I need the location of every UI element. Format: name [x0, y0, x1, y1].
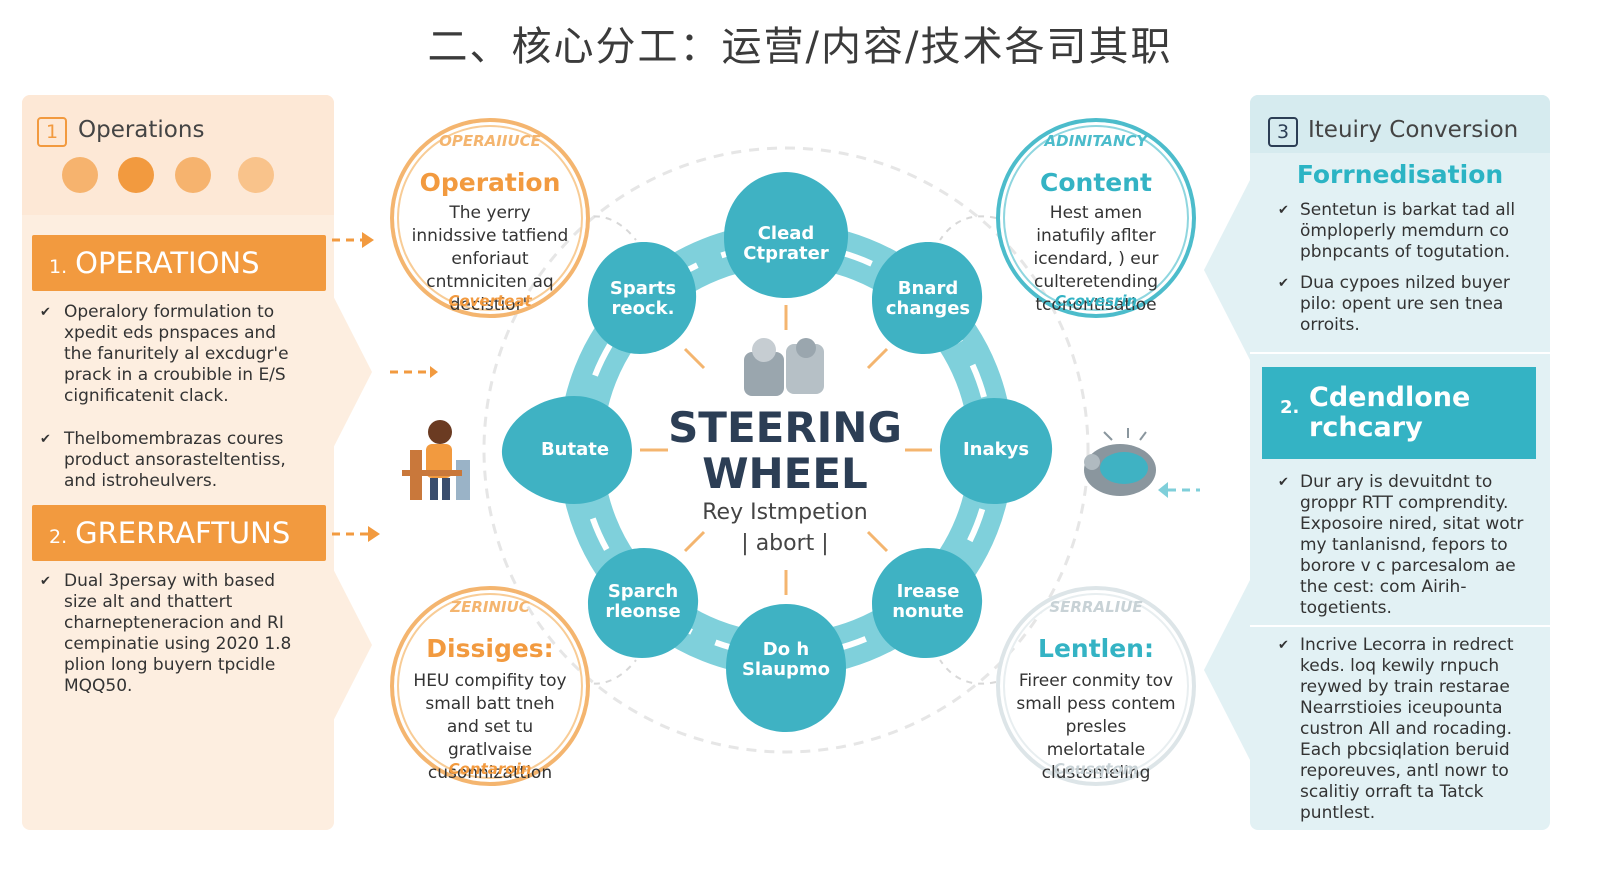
- divider: [1250, 625, 1550, 627]
- lentlen-stamp: SERRALIUE Lentlen: Fireer conmity tov sm…: [996, 586, 1196, 786]
- dissiges-stamp: ZERINIUC Dissiges: HEU compifity toy sma…: [390, 586, 590, 786]
- band-label-line-1: Cdendlone: [1309, 382, 1471, 413]
- cdendlone-band: 2. Cdendlone rchcary: [1262, 367, 1536, 459]
- band-number: 2.: [49, 526, 68, 548]
- node-blob-right: [940, 398, 1053, 504]
- orange-connectors: [332, 238, 430, 536]
- panel-header-label: Iteuiry Conversion: [1308, 117, 1519, 143]
- stamp-arc-top: SERRALIUE: [1049, 598, 1143, 616]
- grerraftuns-band: 2. GRERRAFTUNS: [32, 505, 326, 561]
- node-blob-left: [501, 396, 632, 504]
- panel-chevron: [1204, 180, 1250, 360]
- node-blob-top: [724, 172, 849, 298]
- conversion-panel-header: [1250, 95, 1550, 153]
- dot-3: [175, 157, 211, 193]
- operations-band: 1. OPERATIONS: [32, 235, 326, 291]
- person-at-desk-icon: [402, 420, 470, 500]
- stamp-arc-top: ZERINIUC: [450, 598, 530, 616]
- list-item: Thelbomembrazas coures product ansoraste…: [40, 429, 302, 492]
- formalisation-heading: Forrnedisation: [1296, 160, 1504, 189]
- node-butate: Butate: [540, 439, 610, 460]
- stamp-body: The yerry innidssive tatfiend enforiaut …: [411, 203, 569, 315]
- node-blob-top-right: [872, 242, 983, 354]
- panel-chevron: [326, 555, 372, 735]
- panel-header-label: Operations: [78, 117, 205, 143]
- dot-4: [238, 157, 274, 193]
- band-label: GRERRAFTUNS: [75, 516, 291, 550]
- cdendlone-list: Dur ary is devuitdnt to groppr RTT compr…: [1278, 472, 1530, 834]
- list-item: Sentetun is barkat tad all ömploperly me…: [1278, 200, 1530, 263]
- node-blob-bottom: [726, 604, 846, 732]
- wheel-subtitle: Rey Istmpetion| abort |: [702, 500, 868, 556]
- panel-chevron: [1204, 580, 1250, 760]
- node-inakys: Inakys: [962, 439, 1030, 460]
- stamp-arc-top: ADINITANCY: [1044, 132, 1148, 150]
- mouse-device-icon: [1084, 428, 1156, 496]
- stamp-arc-top: OPERAIIUCE: [439, 132, 541, 150]
- operations-panel-header: [22, 95, 334, 215]
- node-blob-top-left: [587, 242, 697, 354]
- formalisation-list: Sentetun is barkat tad all ömploperly me…: [1278, 200, 1530, 346]
- teal-arrowhead: [1158, 482, 1168, 498]
- stamp-arc-bottom: Cousqtom: [1053, 760, 1139, 778]
- divider: [1250, 352, 1550, 354]
- list-item: Operalory formulation to xpedit eds pnsp…: [40, 302, 302, 407]
- stamp-arc-bottom: Coverteat: [448, 292, 532, 310]
- band-label: OPERATIONS: [75, 246, 260, 280]
- band-label-line-2: rchcary: [1309, 412, 1423, 443]
- stamp-title: Operation: [419, 168, 561, 197]
- page-title: 二、核心分工：运营/内容/技术各司其职: [427, 24, 1173, 70]
- band-number: 1.: [49, 256, 68, 278]
- outer-dashed-ring: [482, 146, 1090, 754]
- content-stamp: ADINITANCY Content Hest amen inatufily a…: [996, 118, 1196, 318]
- stamp-body: Fireer conmity tov small pess contem pre…: [1016, 671, 1176, 783]
- list-item: Dua cypoes nilzed buyer pilo: opent ure …: [1278, 273, 1530, 336]
- node-blob-bottom-right: [872, 548, 983, 658]
- panel-chevron: [326, 282, 372, 462]
- step-number-badge: 1: [37, 117, 67, 147]
- band-number: 2.: [1280, 397, 1300, 418]
- stamp-arc-bottom: Contaroin: [448, 760, 532, 778]
- list-item: Dur ary is devuitdnt to groppr RTT compr…: [1278, 472, 1530, 619]
- step-number-badge: 3: [1268, 117, 1298, 147]
- node-blob-bottom-left: [588, 548, 699, 658]
- stamp-body: Hest amen inatufily aflter icendard, ) e…: [1033, 203, 1159, 315]
- stamp-title: Content: [1040, 168, 1152, 197]
- wheel-nodes: [501, 172, 1053, 732]
- orange-arrowheads: [362, 232, 438, 542]
- dot-1: [62, 157, 98, 193]
- stamp-title: Dissiges:: [426, 634, 554, 663]
- stamp-arc-bottom: Ccovesrin: [1054, 292, 1138, 310]
- grerraftuns-list: Dual 3persay with based size alt and tha…: [40, 571, 302, 719]
- stamp-body: HEU compifity toy small batt tneh and se…: [413, 671, 567, 783]
- stamp-title: Lentlen:: [1038, 634, 1154, 663]
- gears-icon: [744, 338, 824, 396]
- list-item: Dual 3persay with based size alt and tha…: [40, 571, 302, 697]
- operations-list: Operalory formulation to xpedit eds pnsp…: [40, 302, 302, 514]
- operation-stamp: OPERAIIUCE Operation The yerry innidssiv…: [390, 118, 590, 318]
- list-item: Incrive Lecorra in redrect keds. loq kew…: [1278, 635, 1530, 824]
- wheel-spokes: [640, 305, 932, 595]
- dot-2: [118, 157, 154, 193]
